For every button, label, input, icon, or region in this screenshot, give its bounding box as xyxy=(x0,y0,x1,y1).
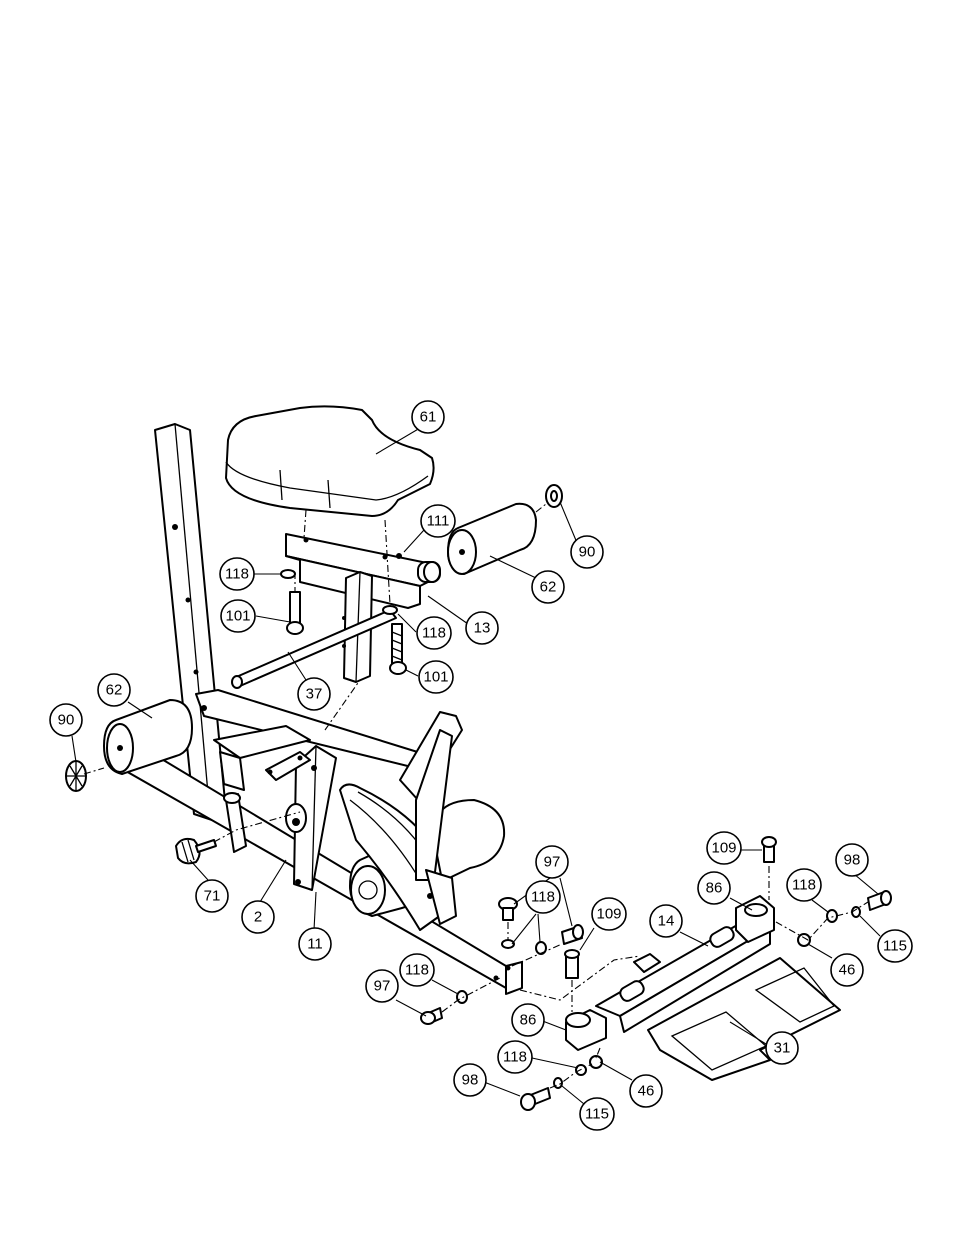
callout-98-bottom: 98 xyxy=(453,1063,487,1097)
bolt-upper-right-part xyxy=(382,553,407,675)
seat-pad-part xyxy=(225,405,435,517)
callout-97-center-label: 97 xyxy=(544,854,561,871)
callout-90-left: 90 xyxy=(49,703,83,737)
callout-118-right-label: 118 xyxy=(792,877,816,894)
callout-37-label: 37 xyxy=(306,686,323,703)
callout-98-right: 98 xyxy=(835,843,869,877)
callout-31: 31 xyxy=(765,1031,799,1065)
callout-37: 37 xyxy=(297,677,331,711)
callout-111: 111 xyxy=(420,504,456,538)
callout-118-upper-right: 118 xyxy=(416,616,452,650)
pivot-bracket-part xyxy=(223,751,311,853)
callout-109-center: 109 xyxy=(591,897,627,931)
callout-90-right: 90 xyxy=(570,535,604,569)
callout-86-right: 86 xyxy=(697,871,731,905)
hardware-right-part xyxy=(761,836,892,947)
callout-90-right-label: 90 xyxy=(579,544,596,561)
callout-2: 2 xyxy=(241,900,275,934)
callout-101-upper-label: 101 xyxy=(225,608,250,625)
callout-118-lower-left-label: 118 xyxy=(405,962,429,979)
callout-118-upper-left: 118 xyxy=(219,557,255,591)
callout-13: 13 xyxy=(465,611,499,645)
hardware-lower-left-part xyxy=(420,990,468,1025)
callout-14-label: 14 xyxy=(658,913,675,930)
callout-62-left-label: 62 xyxy=(106,682,123,699)
callout-98-bottom-label: 98 xyxy=(462,1072,479,1089)
callout-46-right: 46 xyxy=(830,953,864,987)
callout-2-label: 2 xyxy=(254,909,262,926)
callout-71-label: 71 xyxy=(204,888,221,905)
callout-101-upper: 101 xyxy=(220,599,256,633)
callout-97-lower-left: 97 xyxy=(365,969,399,1003)
roller-pad-upper-part xyxy=(447,502,537,575)
callout-62-upper: 62 xyxy=(531,570,565,604)
foot-plate-assembly-part xyxy=(565,895,841,1081)
callout-11: 11 xyxy=(298,927,332,961)
callout-111-label: 111 xyxy=(427,513,450,530)
callout-86-lower: 86 xyxy=(511,1003,545,1037)
callout-109-right-label: 109 xyxy=(711,840,736,857)
rod-part xyxy=(231,609,397,689)
hardware-center-part xyxy=(498,897,584,979)
callout-61-label: 61 xyxy=(420,409,437,426)
callout-118-lower-left: 118 xyxy=(399,953,435,987)
callout-109-right: 109 xyxy=(706,831,742,865)
callout-115-right: 115 xyxy=(877,929,913,963)
leg-support-part xyxy=(339,711,463,931)
callout-118-upper-left-label: 118 xyxy=(225,566,249,583)
callout-97-center: 97 xyxy=(535,845,569,879)
callout-13-label: 13 xyxy=(474,620,491,637)
callout-86-right-label: 86 xyxy=(706,880,723,897)
callout-98-right-label: 98 xyxy=(844,852,861,869)
callout-11-label: 11 xyxy=(307,936,323,953)
callout-97-lower-left-label: 97 xyxy=(374,978,391,995)
callout-118-bottom: 118 xyxy=(497,1040,533,1074)
leader-lines xyxy=(71,427,881,1105)
callout-118-center-label: 118 xyxy=(531,889,555,906)
callout-90-left-label: 90 xyxy=(58,712,75,729)
callout-118-bottom-label: 118 xyxy=(503,1049,527,1066)
callout-118-center: 118 xyxy=(525,880,561,914)
knob-part xyxy=(175,837,217,865)
callout-62-upper-label: 62 xyxy=(540,579,557,596)
callout-71: 71 xyxy=(195,879,229,913)
end-cap-right-part xyxy=(545,484,563,508)
assembly-guide-lines xyxy=(83,503,869,1089)
callout-31-label: 31 xyxy=(774,1040,791,1057)
callout-115-bottom: 115 xyxy=(579,1097,615,1131)
callout-115-bottom-label: 115 xyxy=(585,1106,609,1123)
callout-62-left: 62 xyxy=(97,673,131,707)
callout-118-right: 118 xyxy=(786,868,822,902)
callout-101-lower: 101 xyxy=(418,660,454,694)
callout-86-lower-label: 86 xyxy=(520,1012,537,1029)
callout-46-right-label: 46 xyxy=(839,962,856,979)
callout-14: 14 xyxy=(649,904,683,938)
roller-pad-left-part xyxy=(103,699,193,775)
end-cap-left-part xyxy=(65,760,87,792)
callout-109-center-label: 109 xyxy=(596,906,621,923)
callout-46-bottom: 46 xyxy=(629,1074,663,1108)
callout-101-lower-label: 101 xyxy=(423,669,448,686)
callout-115-right-label: 115 xyxy=(883,938,907,955)
front-post-part xyxy=(293,745,337,891)
callout-61: 61 xyxy=(411,400,445,434)
callout-46-bottom-label: 46 xyxy=(638,1083,655,1100)
callout-118-upper-right-label: 118 xyxy=(422,625,446,642)
